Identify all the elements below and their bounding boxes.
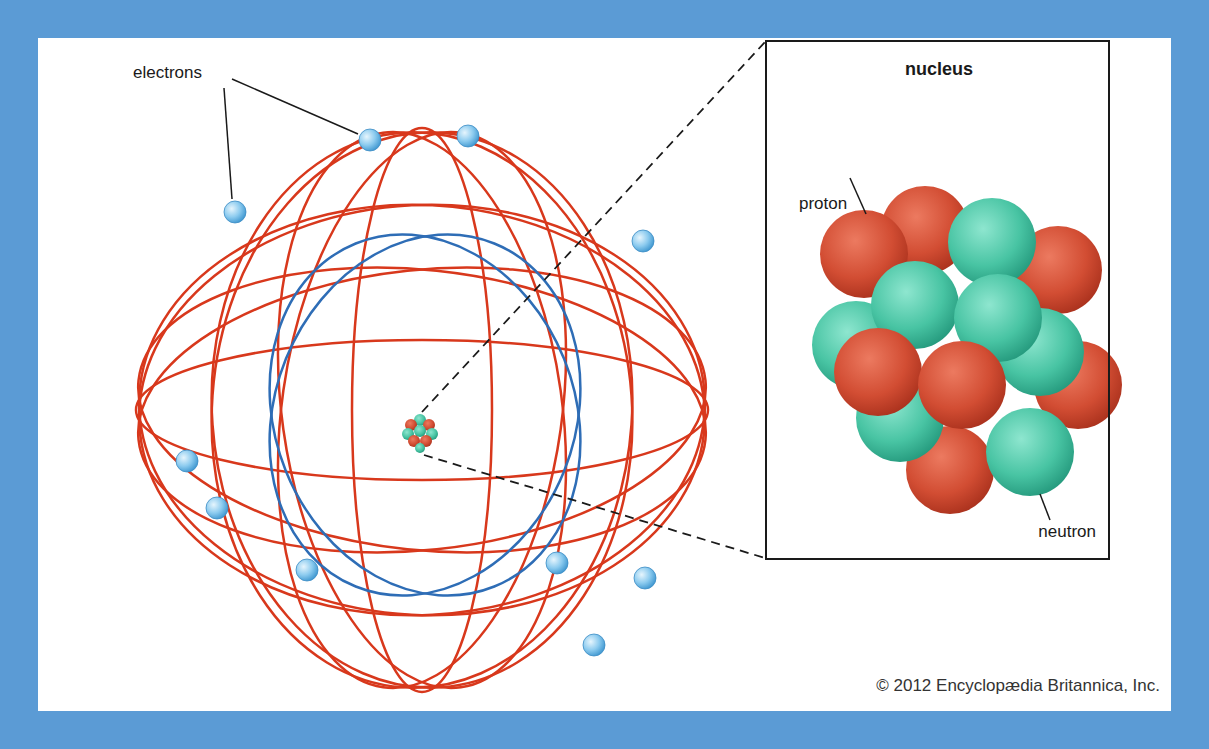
electrons [176,125,656,656]
orbit [352,128,492,692]
part-label: proton [799,194,847,214]
part-label: electrons [133,63,202,83]
orbit [217,187,634,642]
orbit [136,340,708,480]
orbit [217,187,634,642]
box-title: nucleus [905,59,973,81]
orbit [193,118,651,702]
inner-orbits [217,187,634,642]
zoom-line [422,42,765,412]
leader-lines [224,79,1050,520]
orbit [129,190,716,629]
orbit [244,113,599,707]
copyright-note: © 2012 Encyclopædia Britannica, Inc. [876,676,1160,696]
electron [457,125,479,147]
zoom-lines [422,42,765,558]
electron [359,129,381,151]
inset-box: nucleus proton neutron [765,40,1110,560]
electron [632,230,654,252]
electron [583,634,605,656]
proton-ball [918,341,1006,429]
electron [206,497,228,519]
neutron-ball [415,443,425,453]
electron [546,552,568,574]
electron [296,559,318,581]
electron [176,450,198,472]
orbit [244,113,599,707]
electron [634,567,656,589]
orbit [124,241,720,579]
part-label: neutron [1038,522,1096,542]
orbit [129,190,716,629]
proton-ball [834,328,922,416]
neutron-ball [986,408,1074,496]
inset-ground [766,41,1109,559]
leader-line [232,79,358,134]
electron [224,201,246,223]
large-nucleus [812,186,1122,514]
orbit [193,118,651,702]
neutron-ball [948,198,1036,286]
leader-line [850,178,866,214]
electron-orbits [124,113,720,707]
zoom-line [424,455,765,558]
neutron-ball [414,425,426,437]
orbit [124,241,720,579]
leader-line [1040,494,1050,520]
leader-line [224,88,232,199]
small-nucleus [402,414,438,453]
